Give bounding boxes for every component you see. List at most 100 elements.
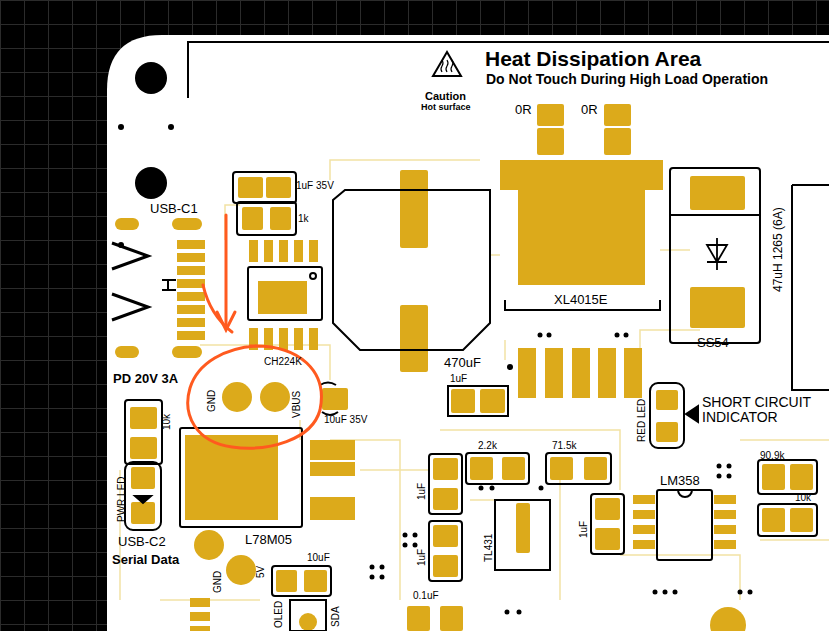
via [547, 333, 552, 338]
silkscreen-outline [546, 453, 611, 484]
pad [537, 104, 564, 126]
silk-label: 10k [161, 414, 172, 430]
pad [177, 292, 205, 301]
via [717, 474, 722, 479]
silkscreen-outline [162, 280, 176, 290]
via [380, 565, 385, 570]
via [727, 464, 732, 469]
silkscreen-outline [495, 500, 550, 570]
pad [172, 346, 202, 358]
silkscreen-outline [657, 490, 712, 560]
copper-trace [360, 469, 430, 471]
silk-label: 1uF [450, 373, 467, 384]
pad [264, 240, 273, 262]
silkscreen-outline [333, 190, 490, 350]
pad [656, 422, 678, 442]
via [748, 590, 753, 595]
pad [130, 407, 157, 429]
pad [633, 495, 655, 504]
pad [690, 176, 745, 210]
pad [714, 495, 736, 504]
silk-label: 5V [255, 566, 266, 578]
silk-label: GND [206, 390, 217, 412]
silkscreen-outline [650, 383, 684, 448]
pad [480, 389, 505, 413]
pad [714, 525, 736, 534]
silkscreen-outline [112, 168, 829, 631]
pad [131, 502, 155, 524]
pad [537, 128, 564, 155]
pad [502, 457, 525, 480]
silkscreen-outline [448, 386, 508, 416]
via [118, 124, 124, 130]
via [490, 486, 495, 491]
pad [238, 177, 263, 198]
copper-trace [740, 439, 829, 441]
via [413, 543, 418, 548]
pad [115, 346, 139, 358]
silkscreen-outline [429, 454, 462, 514]
pad [226, 555, 256, 585]
pad [172, 218, 202, 230]
silk-label: USB-C2 [118, 535, 166, 549]
annotation-mark [188, 215, 322, 448]
silk-label: 71.5k [552, 440, 576, 451]
pad [177, 240, 205, 249]
pad [299, 613, 317, 631]
pad [433, 525, 458, 547]
via [505, 610, 510, 615]
pad [624, 348, 642, 398]
pad [270, 207, 291, 230]
copper-trace [660, 249, 690, 251]
silk-label: 1k [298, 213, 309, 224]
via [479, 486, 484, 491]
copper-trace [200, 345, 330, 380]
via [517, 610, 522, 615]
silk-label: 1uF [416, 549, 427, 566]
annotation-mark [188, 346, 322, 448]
silkscreen-outline [707, 238, 727, 270]
via [673, 590, 678, 595]
silk-label: USB-C1 [150, 202, 198, 216]
via [118, 124, 753, 615]
pad [407, 606, 430, 631]
pad [194, 530, 224, 560]
pad [470, 457, 493, 480]
pad [633, 525, 655, 534]
silk-label: Hot surface [421, 103, 471, 113]
silk-label: L78M05 [245, 533, 292, 547]
pad [242, 207, 263, 230]
copper-trace [760, 539, 829, 541]
pad [115, 104, 813, 631]
pad [279, 240, 288, 262]
via [380, 575, 385, 580]
pad [584, 457, 607, 480]
pad [598, 348, 616, 398]
pad [440, 606, 463, 631]
via [403, 543, 408, 548]
pad [222, 382, 252, 412]
silk-label: 0R [515, 103, 532, 117]
silk-label: SS54 [697, 336, 729, 350]
pad [595, 528, 620, 550]
heat-area-outline [188, 42, 829, 98]
pad [572, 348, 590, 398]
silkscreen-outline [290, 600, 326, 631]
silk-label: TL431 [483, 534, 494, 562]
silkscreen-outline [125, 462, 161, 530]
annotation-mark [225, 215, 228, 325]
silkscreen-outline [248, 267, 322, 320]
silk-label: 1uF [578, 521, 589, 538]
silk-label: RED LED [636, 399, 647, 442]
pad [500, 160, 663, 285]
pad [190, 612, 210, 621]
silk-label: 10k [795, 492, 811, 503]
pad [310, 462, 355, 476]
caution-icon [433, 52, 461, 76]
pad [190, 598, 210, 607]
pad [790, 508, 813, 532]
via [538, 333, 543, 338]
silkscreen-outline [310, 273, 316, 279]
silk-label: OLED [273, 601, 284, 628]
via [370, 565, 375, 570]
